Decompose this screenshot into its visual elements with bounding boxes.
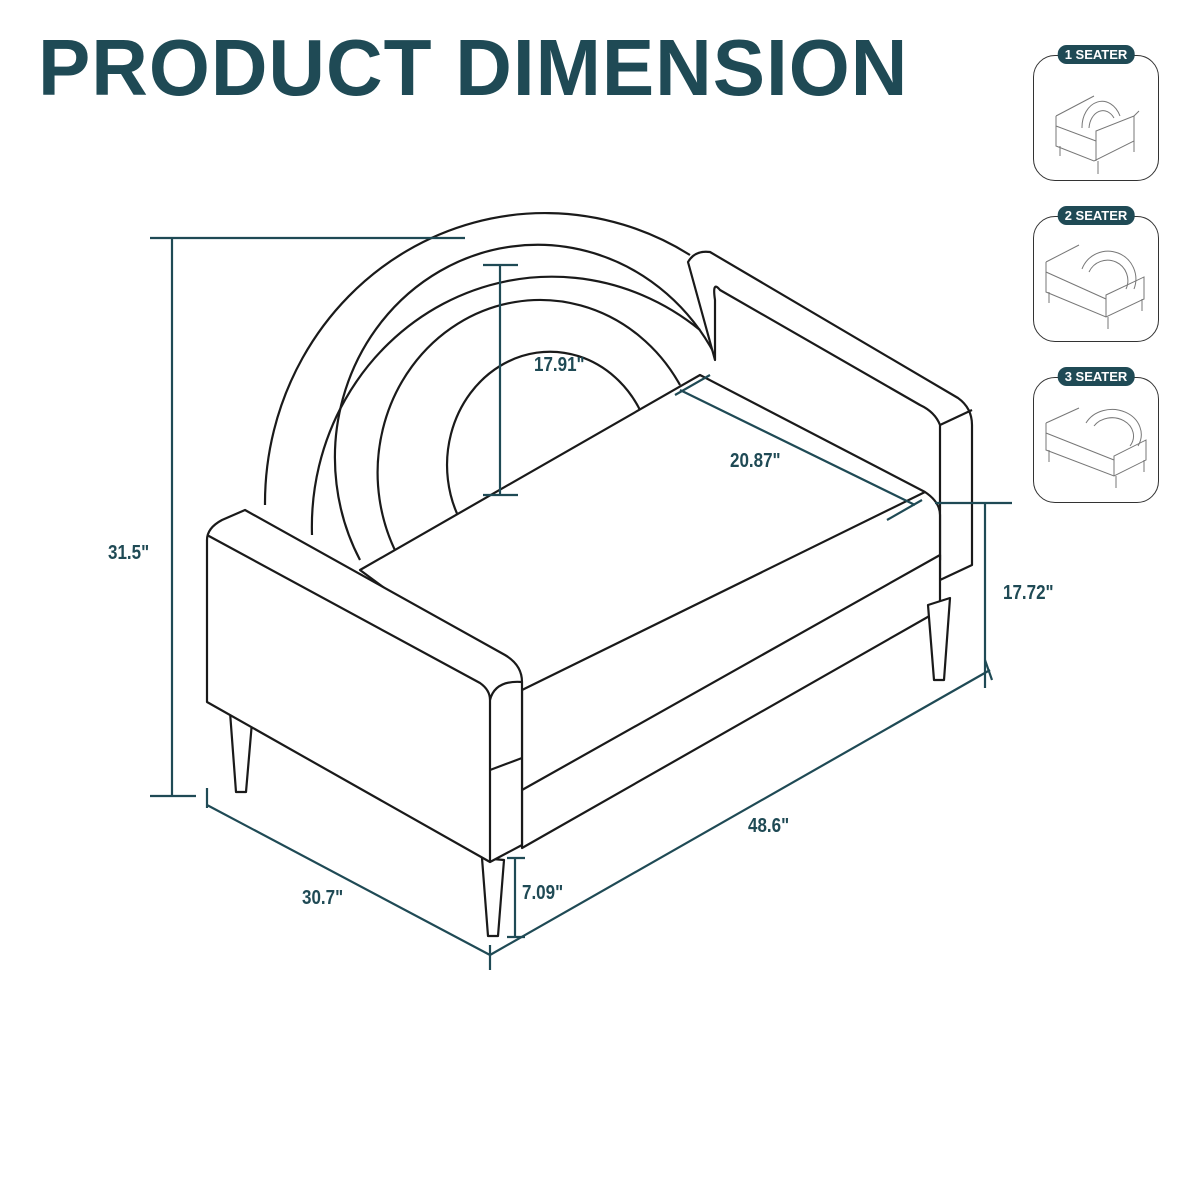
backrest-arcs bbox=[263, 212, 716, 561]
variant-label: 1 SEATER bbox=[1057, 45, 1135, 64]
dim-total-height: 31.5" bbox=[108, 542, 150, 564]
variant-3-seater[interactable]: 3 SEATER bbox=[1033, 367, 1159, 503]
page-title: PRODUCT DIMENSION bbox=[38, 23, 909, 112]
variant-label: 3 SEATER bbox=[1057, 367, 1135, 386]
dimension-lines bbox=[150, 236, 1012, 970]
dim-seat-height: 17.72" bbox=[1003, 582, 1054, 604]
dim-depth: 30.7" bbox=[302, 887, 344, 909]
dim-leg-height: 7.09" bbox=[522, 882, 564, 904]
leg bbox=[480, 856, 506, 938]
sofa-icon bbox=[1045, 407, 1147, 488]
armchair-icon bbox=[1055, 95, 1140, 174]
dim-seat-depth: 20.87" bbox=[730, 450, 781, 472]
dim-width: 48.6" bbox=[748, 815, 790, 837]
variant-2-seater[interactable]: 2 SEATER bbox=[1033, 206, 1159, 342]
variant-label: 2 SEATER bbox=[1057, 206, 1135, 225]
dim-back-height: 17.91" bbox=[534, 354, 585, 376]
variant-1-seater[interactable]: 1 SEATER bbox=[1033, 45, 1159, 181]
leg bbox=[926, 596, 952, 682]
loveseat-icon bbox=[1045, 244, 1145, 329]
